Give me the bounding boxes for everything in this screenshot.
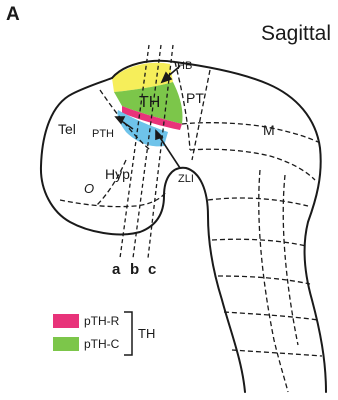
view-title: Sagittal: [261, 22, 331, 45]
label-pth: PTH: [92, 128, 114, 140]
legend-swatch-pth-r: [53, 314, 79, 328]
section-label-a: a: [112, 261, 121, 278]
label-zli: ZLI: [178, 173, 194, 185]
label-hyp: Hyp: [105, 166, 130, 182]
label-tel: Tel: [58, 121, 76, 137]
label-th: TH: [139, 94, 160, 111]
legend-label-pth-c: pTH-C: [84, 337, 120, 351]
legend-bracket: [124, 312, 132, 355]
legend-label-pth-r: pTH-R: [84, 314, 120, 328]
panel-letter: A: [6, 4, 20, 25]
legend-group-label: TH: [138, 326, 155, 341]
section-label-b: b: [130, 261, 139, 278]
label-m: M: [263, 122, 275, 138]
zli-arrow: [159, 136, 180, 168]
label-hb: HB: [177, 60, 192, 72]
legend-swatch-pth-c: [53, 337, 79, 351]
legend: pTH-R pTH-C TH: [53, 312, 155, 355]
label-o: O: [84, 181, 94, 196]
label-pt: PT: [186, 90, 204, 106]
section-label-c: c: [148, 261, 156, 278]
